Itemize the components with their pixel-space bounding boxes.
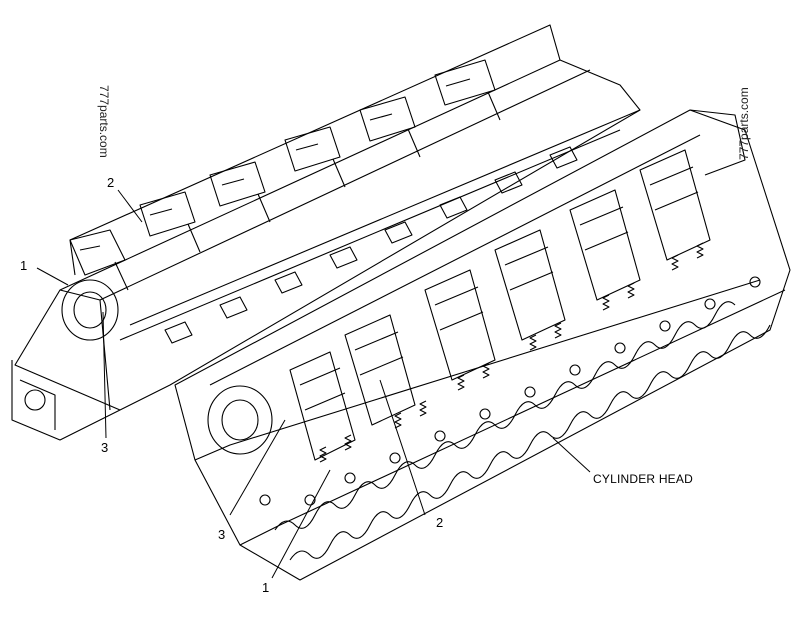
cylinder-head-label: CYLINDER HEAD xyxy=(593,472,693,486)
callout-lower-2: 2 xyxy=(436,515,444,530)
upper-cylinder-head xyxy=(11,24,641,441)
callout-upper-1: 1 xyxy=(20,258,28,273)
upper-port-windows xyxy=(164,146,578,344)
upper-rocker-arms xyxy=(69,59,501,291)
watermark-right: 777parts.com xyxy=(737,87,751,160)
lower-valve-springs xyxy=(319,242,704,463)
watermark-left: 777parts.com xyxy=(97,85,111,158)
lower-cylinder-head xyxy=(174,109,791,581)
lower-bolt-holes xyxy=(259,276,761,506)
callout-lower-3: 3 xyxy=(218,527,226,542)
callout-upper-3: 3 xyxy=(101,440,109,455)
callout-upper-2: 2 xyxy=(107,175,115,190)
callout-lower-1: 1 xyxy=(262,580,270,595)
lower-rocker-arms xyxy=(289,149,711,461)
leader-lines xyxy=(36,189,591,579)
